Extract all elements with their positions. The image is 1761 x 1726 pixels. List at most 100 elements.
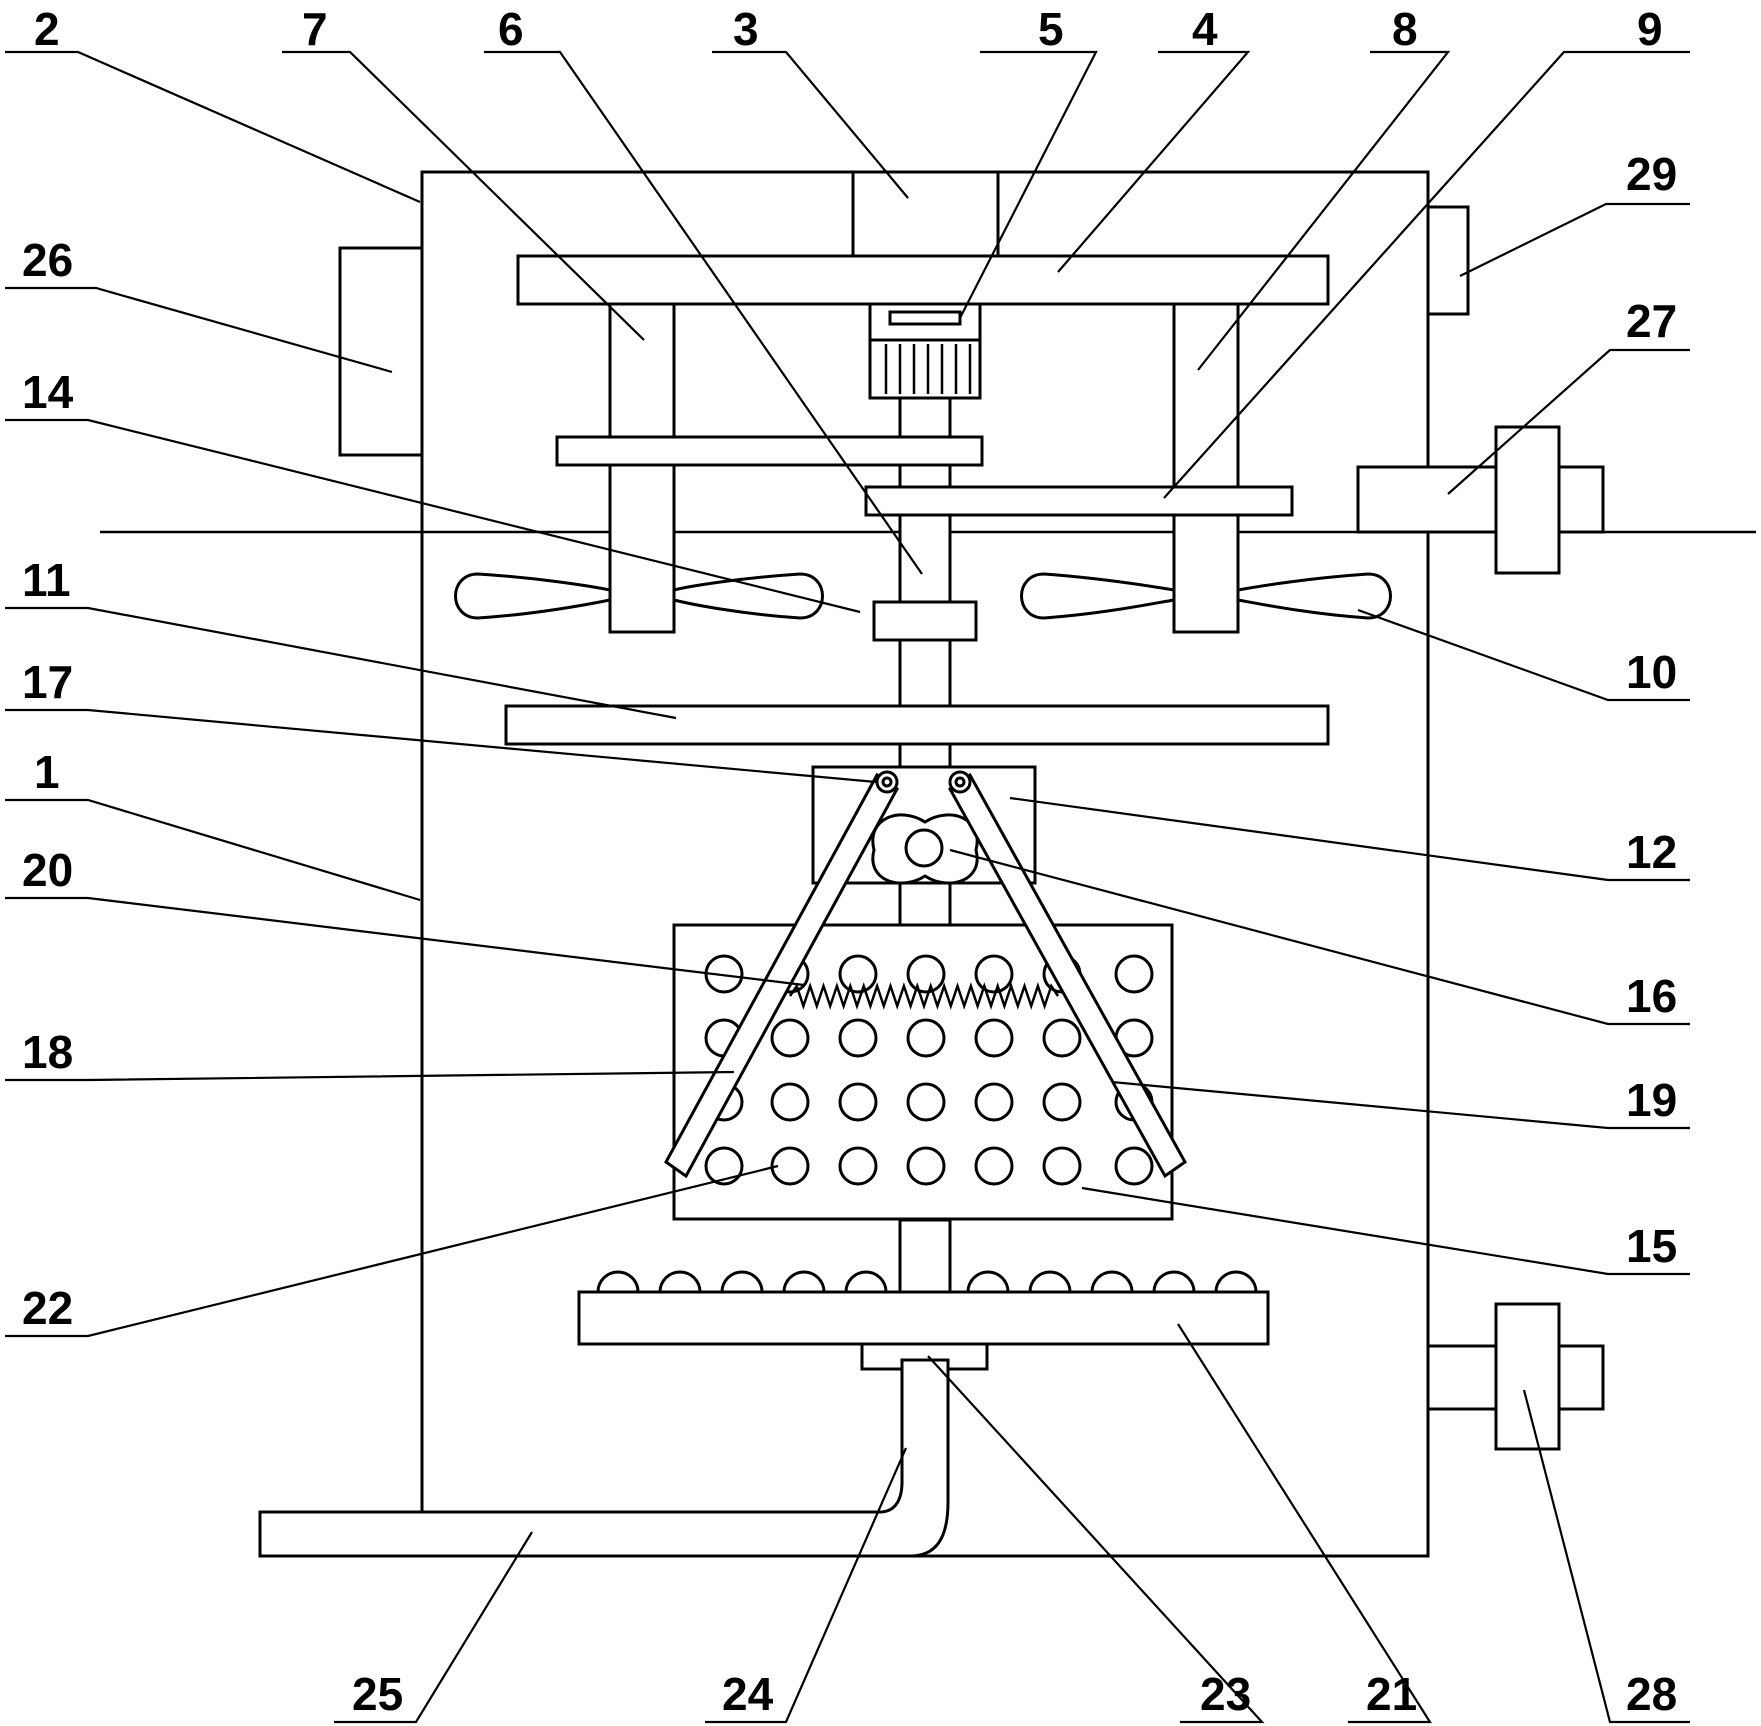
label-10: 10 [1626,646,1677,698]
label-3: 3 [733,3,759,55]
label-28: 28 [1626,1668,1677,1720]
motor-5 [868,302,982,400]
tension-spring-20 [788,982,1060,1010]
label-1: 1 [34,746,60,798]
label-5: 5 [1038,3,1064,55]
ball [720,1270,764,1294]
label-12: 12 [1626,826,1677,878]
perforation-hole [1042,1146,1082,1186]
leader-3 [712,50,909,199]
ball [1214,1270,1258,1294]
label-9: 9 [1637,3,1663,55]
label-23: 23 [1200,1668,1251,1720]
side-box-26 [338,246,424,457]
ball-row [596,1270,1258,1294]
label-8: 8 [1392,3,1418,55]
perforation-hole [1114,1146,1154,1186]
label-15: 15 [1626,1220,1677,1272]
perforation-hole [770,1018,810,1058]
ball [1152,1270,1196,1294]
leader-27 [1447,348,1690,495]
leader-5 [959,50,1098,319]
upper-plate [555,435,984,467]
label-20: 20 [22,844,73,896]
leader-19 [1111,1080,1690,1130]
ball [1090,1270,1134,1294]
discharge-pipe-24-25 [258,1358,950,1558]
perforation-hole [838,1146,878,1186]
label-6: 6 [498,3,524,55]
perforation-hole [906,1146,946,1186]
bearing-column-left-7 [608,300,676,634]
leader-17 [5,708,877,784]
lower-shaft [898,1218,952,1302]
ball [844,1270,888,1294]
leader-18 [5,1070,735,1082]
ball [966,1270,1010,1294]
label-16: 16 [1626,970,1677,1022]
perforation-hole [704,1146,744,1186]
fan-blades-10 [454,572,1392,620]
leader-26 [5,286,393,374]
support-tray-21 [577,1290,1270,1346]
perforation-hole [770,1146,810,1186]
perforation-hole [906,954,946,994]
leader-8 [1197,50,1451,371]
label-21: 21 [1366,1668,1417,1720]
leader-1 [5,798,421,902]
leader-lines [5,50,1690,1724]
valve-27 [1356,425,1605,575]
perforation-hole [974,954,1014,994]
perforation-hole [838,1018,878,1058]
label-19: 19 [1626,1074,1677,1126]
ball [658,1270,702,1294]
label-25: 25 [352,1668,403,1720]
ball [1028,1270,1072,1294]
leader-12 [1009,796,1690,882]
leader-10 [1357,608,1690,702]
leader-2 [5,50,421,204]
perforation-hole [906,1082,946,1122]
valve-28 [1426,1302,1605,1451]
leader-9 [1163,50,1690,499]
label-27: 27 [1626,295,1677,347]
swing-arm-18 [664,770,899,1179]
perforation-hole [1042,1018,1082,1058]
leader-25 [334,1531,533,1724]
leader-16 [949,848,1690,1026]
leader-4 [1057,50,1251,273]
leader-14 [5,418,861,614]
leader-15 [1081,1186,1690,1276]
shaft-stub [898,881,952,927]
leader-24 [705,1447,908,1724]
perforation-hole [838,1082,878,1122]
perforation-hole [1042,1082,1082,1122]
leader-7 [282,50,645,341]
label-26: 26 [22,234,73,286]
leader-11 [5,606,677,720]
leader-23 [927,1355,1265,1724]
ball [596,1270,640,1294]
shaft-collar-14 [872,600,978,642]
leader-28 [1522,1389,1690,1724]
part-labels: 2 7 6 3 5 4 8 9 29 27 26 14 10 11 17 12 … [22,3,1677,1720]
side-block-29 [1426,205,1470,316]
label-7: 7 [302,3,328,55]
perforation-holes-22 [704,954,1154,1186]
swing-arm-19 [948,770,1187,1179]
perforation-hole [974,1082,1014,1122]
leader-29 [1459,202,1690,277]
cam-16 [871,813,979,885]
leader-22 [5,1164,779,1338]
perforation-hole [1114,954,1154,994]
perforation-hole [838,954,878,994]
bearing-column-right-8 [1172,300,1240,634]
ball [782,1270,826,1294]
label-17: 17 [22,656,73,708]
label-29: 29 [1626,148,1677,200]
label-11: 11 [22,554,71,606]
label-22: 22 [22,1282,73,1334]
perforation-hole [974,1146,1014,1186]
